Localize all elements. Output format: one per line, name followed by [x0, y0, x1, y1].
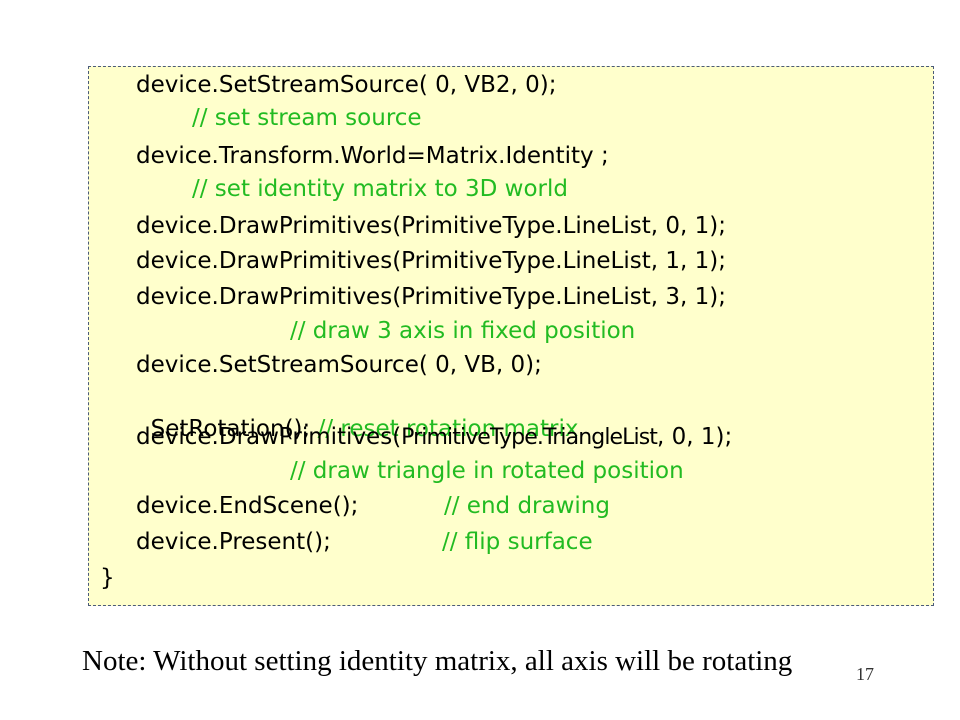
closing-brace: } [100, 565, 115, 591]
code-text: device.Present(); [136, 529, 331, 555]
code-line: SetRotation(); // reset rotation matrix [136, 387, 579, 442]
code-text: SetRotation(); [150, 416, 311, 442]
code-comment: // set identity matrix to 3D world [192, 176, 569, 202]
code-comment: // set stream source [192, 105, 422, 131]
code-line: device.SetStreamSource( 0, VB2, 0); [136, 72, 557, 98]
code-comment: // draw 3 axis in fixed position [290, 318, 636, 344]
code-comment: // end drawing [444, 493, 610, 519]
code-comment: // draw triangle in rotated position [290, 458, 684, 484]
code-block [88, 66, 934, 606]
code-comment: // flip surface [442, 529, 593, 555]
slide-note: Note: Without setting identity matrix, a… [82, 645, 793, 677]
code-line: device.DrawPrimitives(PrimitiveType.Line… [136, 248, 726, 274]
code-line: device.Transform.World=Matrix.Identity ; [136, 143, 609, 169]
code-line: device.DrawPrimitives(PrimitiveType.Line… [136, 213, 726, 239]
code-comment: // reset rotation matrix [317, 416, 579, 442]
code-line: device.DrawPrimitives(PrimitiveType.Line… [136, 284, 726, 310]
code-line: device.SetStreamSource( 0, VB, 0); [136, 352, 542, 378]
page-number: 17 [856, 664, 874, 684]
code-text: , 0, 1); [657, 424, 733, 450]
code-line: device.DrawPrimitives(PrimitiveType.Tria… [136, 423, 732, 451]
code-text: device.DrawPrimitives( [136, 424, 402, 450]
code-text-condensed: PrimitiveType.TriangleList [401, 425, 658, 450]
code-text: device.EndScene(); [136, 493, 359, 519]
